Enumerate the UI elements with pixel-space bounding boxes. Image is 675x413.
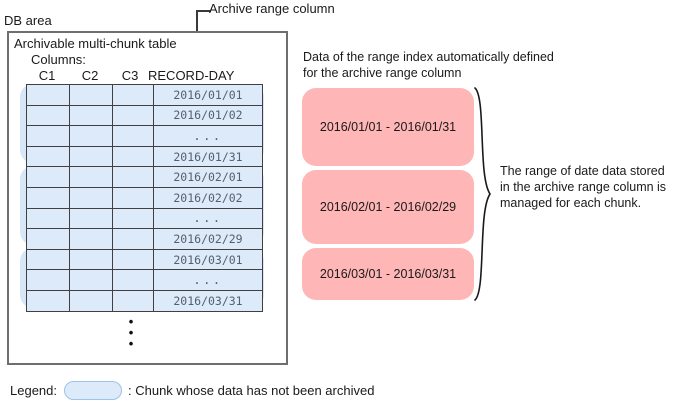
range-index-box-february: 2016/02/01 - 2016/02/29: [302, 170, 474, 244]
cell-c2: [69, 289, 113, 312]
cell-c2: [69, 84, 113, 106]
callout-leader-line: [197, 10, 211, 12]
cell-c3: [112, 269, 154, 291]
range-index-box-march: 2016/03/01 - 2016/03/31: [302, 248, 474, 300]
range-index-box-january: 2016/01/01 - 2016/01/31: [302, 88, 474, 166]
cell-c3: [112, 248, 154, 271]
cell-record-day-ellipsis: ...: [153, 207, 263, 230]
table-row: ...: [26, 207, 263, 230]
cell-c1: [26, 207, 70, 230]
db-area-label: DB area: [4, 13, 52, 28]
cell-c1: [26, 248, 70, 271]
table-title: Archivable multi-chunk table: [14, 36, 177, 51]
chunk-range-managed-note: The range of date data stored in the arc…: [500, 164, 667, 210]
table-row: ...: [26, 125, 263, 147]
curly-brace-icon: [474, 87, 491, 301]
cell-c2: [69, 269, 113, 291]
column-header-c3: C3: [121, 68, 139, 83]
cell-c2: [69, 186, 113, 209]
cell-c2: [69, 166, 113, 188]
range-index-description: Data of the range index automatically de…: [303, 50, 554, 80]
cell-c2: [69, 104, 113, 127]
cell-record-day: 2016/02/02: [153, 186, 263, 209]
cell-c2: [69, 207, 113, 230]
cell-c1: [26, 269, 70, 291]
cell-c1: [26, 228, 70, 250]
cell-c3: [112, 145, 154, 168]
column-header-c1: C1: [38, 68, 56, 83]
cell-c1: [26, 125, 70, 147]
table-row: 2016/03/31: [26, 289, 263, 312]
cell-record-day-ellipsis: ...: [153, 125, 263, 147]
cell-record-day: 2016/02/01: [153, 166, 263, 188]
legend-chunk-swatch: [64, 381, 122, 400]
cell-c3: [112, 186, 154, 209]
cell-c3: [112, 104, 154, 127]
cell-c1: [26, 289, 70, 312]
cell-c1: [26, 166, 70, 188]
table-row: 2016/02/01: [26, 166, 263, 188]
cell-c3: [112, 84, 154, 106]
table-row: 2016/02/02: [26, 186, 263, 209]
cell-c3: [112, 228, 154, 250]
archivable-multi-chunk-table: 2016/01/01 2016/01/02 ... 2016/01/31 201…: [26, 84, 263, 312]
cell-c2: [69, 248, 113, 271]
ellipsis-dot: •: [128, 314, 134, 329]
cell-record-day: 2016/01/31: [153, 145, 263, 168]
column-header-c2: C2: [81, 68, 99, 83]
cell-c3: [112, 289, 154, 312]
cell-record-day: 2016/03/01: [153, 248, 263, 271]
table-row: 2016/01/02: [26, 104, 263, 127]
cell-c1: [26, 104, 70, 127]
table-row: 2016/02/29: [26, 228, 263, 250]
cell-record-day: 2016/02/29: [153, 228, 263, 250]
columns-label: Columns:: [31, 52, 86, 67]
archive-range-column-callout-label: Archive range column: [209, 1, 335, 16]
cell-c1: [26, 145, 70, 168]
column-header-record-day: RECORD-DAY: [148, 68, 235, 83]
cell-record-day: 2016/01/02: [153, 104, 263, 127]
cell-c3: [112, 166, 154, 188]
cell-c2: [69, 145, 113, 168]
cell-c2: [69, 125, 113, 147]
cell-c1: [26, 84, 70, 106]
legend-description: : Chunk whose data has not been archived: [128, 383, 375, 398]
cell-record-day: 2016/01/01: [153, 84, 263, 106]
cell-c3: [112, 125, 154, 147]
vertical-ellipsis: • • •: [126, 314, 136, 351]
legend-label: Legend:: [10, 383, 57, 398]
table-row: 2016/01/31: [26, 145, 263, 168]
cell-c2: [69, 228, 113, 250]
ellipsis-dot: •: [128, 336, 134, 351]
table-row: 2016/03/01: [26, 248, 263, 271]
cell-record-day: 2016/03/31: [153, 289, 263, 312]
cell-c1: [26, 186, 70, 209]
table-row: ...: [26, 269, 263, 291]
table-row: 2016/01/01: [26, 84, 263, 106]
cell-c3: [112, 207, 154, 230]
ellipsis-dot: •: [128, 325, 134, 340]
cell-record-day-ellipsis: ...: [153, 269, 263, 291]
callout-stem-line: [196, 10, 198, 50]
